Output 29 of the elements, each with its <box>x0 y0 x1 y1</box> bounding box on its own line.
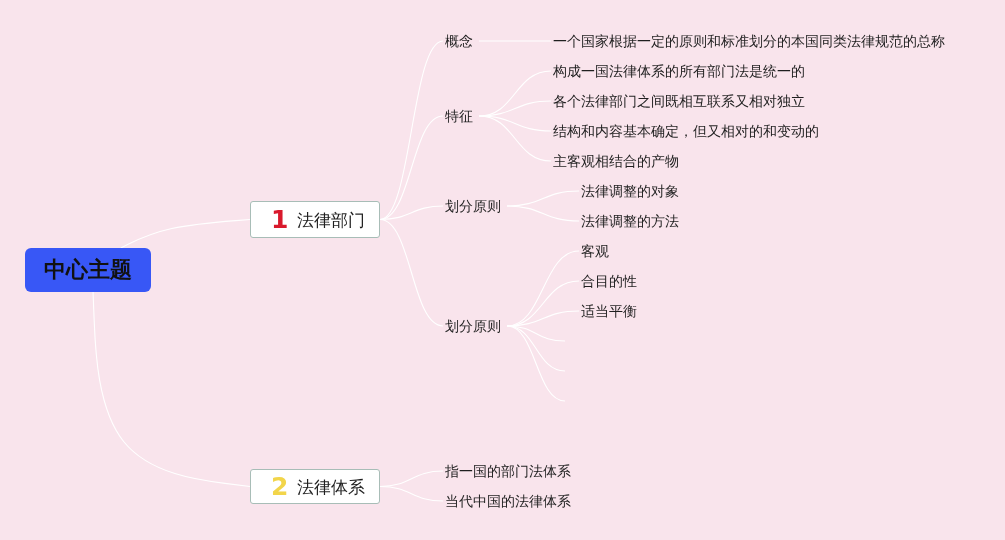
subtopic-text: 客观 <box>581 242 609 260</box>
subtopic-text: 法律调整的方法 <box>581 212 679 230</box>
topic-box <box>250 469 380 504</box>
subtopic-text: 指一国的部门法体系 <box>445 462 571 480</box>
topic-box <box>250 201 380 238</box>
subtopic-text: 合目的性 <box>581 272 637 290</box>
subtopic-text: 法律调整的对象 <box>581 182 679 200</box>
branch-line <box>379 40 444 221</box>
topic-title: 中心主题 <box>44 257 132 283</box>
subtopic-text: 适当平衡 <box>581 302 637 320</box>
subtopic-text: 划分原则 <box>445 317 501 335</box>
branch-line <box>379 218 444 327</box>
subtopic-text: 特征 <box>445 107 473 125</box>
topic-title: 法律体系 <box>297 475 366 498</box>
topic-number: 1 <box>271 205 289 234</box>
subtopic-text: 构成一国法律体系的所有部门法是统一的 <box>553 62 805 80</box>
central-topic-box <box>25 248 151 292</box>
subtopic-text: 一个国家根据一定的原则和标准划分的本国同类法律规范的总称 <box>553 32 945 50</box>
subtopic-text: 当代中国的法律体系 <box>445 492 571 510</box>
subtopic-text: 划分原则 <box>445 197 501 215</box>
subtopic-text: 结构和内容基本确定，但又相对的和变动的 <box>553 122 819 140</box>
topic-number: 2 <box>271 472 289 501</box>
subtopic-text: 主客观相结合的产物 <box>553 152 679 170</box>
branch-line <box>92 291 251 488</box>
topic-title: 法律部门 <box>297 208 366 231</box>
branch-line <box>506 205 580 222</box>
branch-line <box>120 218 251 249</box>
subtopic-text: 各个法律部门之间既相互联系又相对独立 <box>553 92 805 110</box>
subtopic-text: 概念 <box>445 32 473 50</box>
